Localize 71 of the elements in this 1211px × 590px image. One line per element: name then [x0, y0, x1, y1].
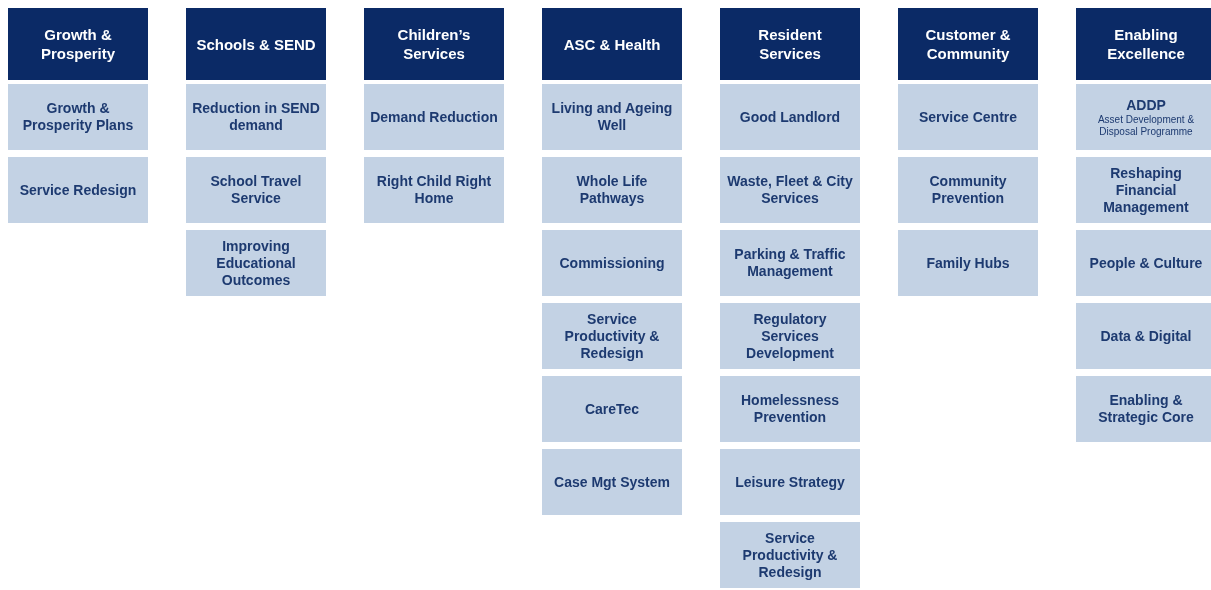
box-title: CareTec	[584, 400, 640, 418]
header-title: Growth & Prosperity	[39, 25, 117, 63]
box-title: Service Redesign	[19, 181, 137, 199]
box-title: Leisure Strategy	[735, 473, 845, 491]
box-title: Family Hubs	[926, 254, 1010, 272]
workstream-box	[542, 230, 682, 296]
workstream-box	[542, 303, 682, 369]
workstream-box	[720, 303, 860, 369]
column-header	[364, 8, 504, 80]
box-title: Improving Educational Outcomes	[215, 237, 297, 289]
box-title: Data & Digital	[1100, 327, 1192, 345]
workstream-box	[1076, 376, 1211, 442]
workstream-box	[1076, 230, 1211, 296]
column-header	[720, 8, 860, 80]
workstream-box	[720, 522, 860, 588]
box-title: Case Mgt System	[554, 473, 670, 491]
workstream-box	[1076, 303, 1211, 369]
header-title: Resident Services	[757, 25, 823, 63]
box-title: Enabling & Strategic Core	[1097, 392, 1195, 426]
workstream-box	[542, 84, 682, 150]
column-header	[542, 8, 682, 80]
box-title: Homelessness Prevention	[739, 392, 841, 426]
workstream-box	[542, 376, 682, 442]
workstream-box	[8, 84, 148, 150]
box-title: Reduction in SEND demand	[192, 100, 320, 134]
workstream-box	[720, 230, 860, 296]
column-header	[1076, 8, 1211, 80]
workstream-box	[542, 157, 682, 223]
workstream-box	[186, 157, 326, 223]
box-title: Commissioning	[559, 254, 665, 272]
box-title: ADDP	[1126, 96, 1166, 114]
workstream-box	[898, 84, 1038, 150]
box-title: Right Child Right Home	[375, 173, 493, 207]
workstream-box	[8, 157, 148, 223]
box-subtitle: Asset Development & Disposal Programme	[1096, 113, 1196, 138]
workstream-box	[1076, 157, 1211, 223]
column-header	[8, 8, 148, 80]
box-title: Community Prevention	[928, 173, 1008, 207]
box-title: School Travel Service	[209, 173, 303, 207]
box-title: Reshaping Financial Management	[1102, 164, 1190, 216]
workstream-box	[186, 230, 326, 296]
box-title: Regulatory Services Development	[745, 310, 835, 362]
workstream-box	[898, 230, 1038, 296]
box-title: Demand Reduction	[370, 108, 498, 126]
workstream-box	[898, 157, 1038, 223]
box-title: Service Productivity & Redesign	[563, 310, 661, 362]
header-title: Schools & SEND	[196, 34, 316, 54]
box-title: Growth & Prosperity Plans	[21, 100, 135, 134]
header-title: Customer & Community	[924, 25, 1012, 63]
column-header	[898, 8, 1038, 80]
workstream-box	[720, 84, 860, 150]
workstream-box	[1076, 84, 1211, 150]
box-title: Good Landlord	[739, 108, 841, 126]
workstream-box	[720, 376, 860, 442]
workstream-box	[364, 84, 504, 150]
box-title: Whole Life Pathways	[575, 173, 649, 207]
workstream-box	[720, 157, 860, 223]
box-title: Parking & Traffic Management	[733, 246, 847, 280]
workstream-box	[720, 449, 860, 515]
box-title: Living and Ageing Well	[550, 100, 674, 134]
box-title: Service Productivity & Redesign	[741, 529, 839, 581]
header-title: Children’s Services	[396, 25, 472, 63]
header-title: Enabling Excellence	[1106, 25, 1186, 63]
workstream-box	[186, 84, 326, 150]
box-title: Waste, Fleet & City Services	[726, 173, 854, 207]
header-title: ASC & Health	[563, 34, 661, 54]
workstream-box	[542, 449, 682, 515]
box-title: Service Centre	[918, 108, 1018, 126]
workstream-box	[364, 157, 504, 223]
column-header	[186, 8, 326, 80]
box-title: People & Culture	[1089, 254, 1203, 272]
